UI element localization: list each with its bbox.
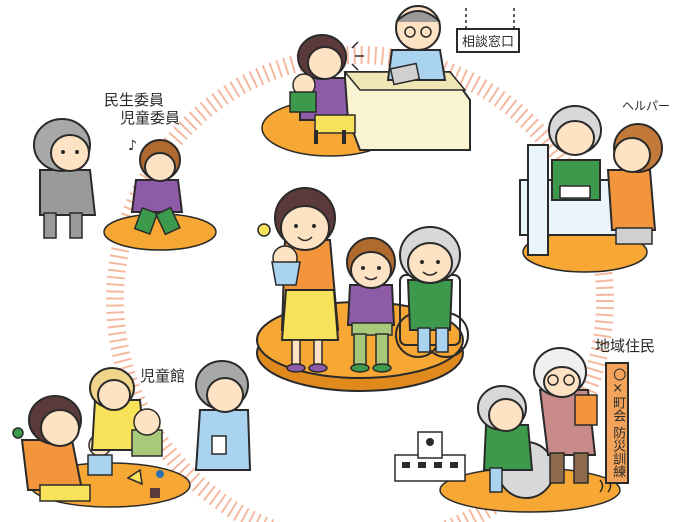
disaster-drill-banner: 〇×町会 防災訓練 — [605, 362, 630, 485]
mother-figure — [257, 187, 340, 373]
welfare-commissioner-label: 民生委員 — [104, 91, 165, 109]
residents-scene — [394, 347, 621, 513]
childrens-hall-label: 児童館 — [140, 367, 186, 385]
helper-scene — [519, 105, 663, 273]
support-ring — [106, 46, 614, 522]
svg-text:♪: ♪ — [128, 138, 137, 154]
grandmother-wheelchair — [395, 226, 469, 358]
helper-label: ヘルパー — [622, 99, 671, 113]
commissioner-scene: ♪ — [33, 118, 217, 251]
residents-label: 地域住民 — [595, 337, 656, 355]
consultation-sign: 相談窓口 — [456, 28, 521, 53]
consultation-scene — [261, 5, 515, 157]
center-family-scene — [256, 187, 469, 392]
boy-figure — [346, 237, 396, 373]
childrens-hall-scene — [12, 360, 252, 508]
child-commissioner-label: 児童委員 — [120, 109, 181, 127]
